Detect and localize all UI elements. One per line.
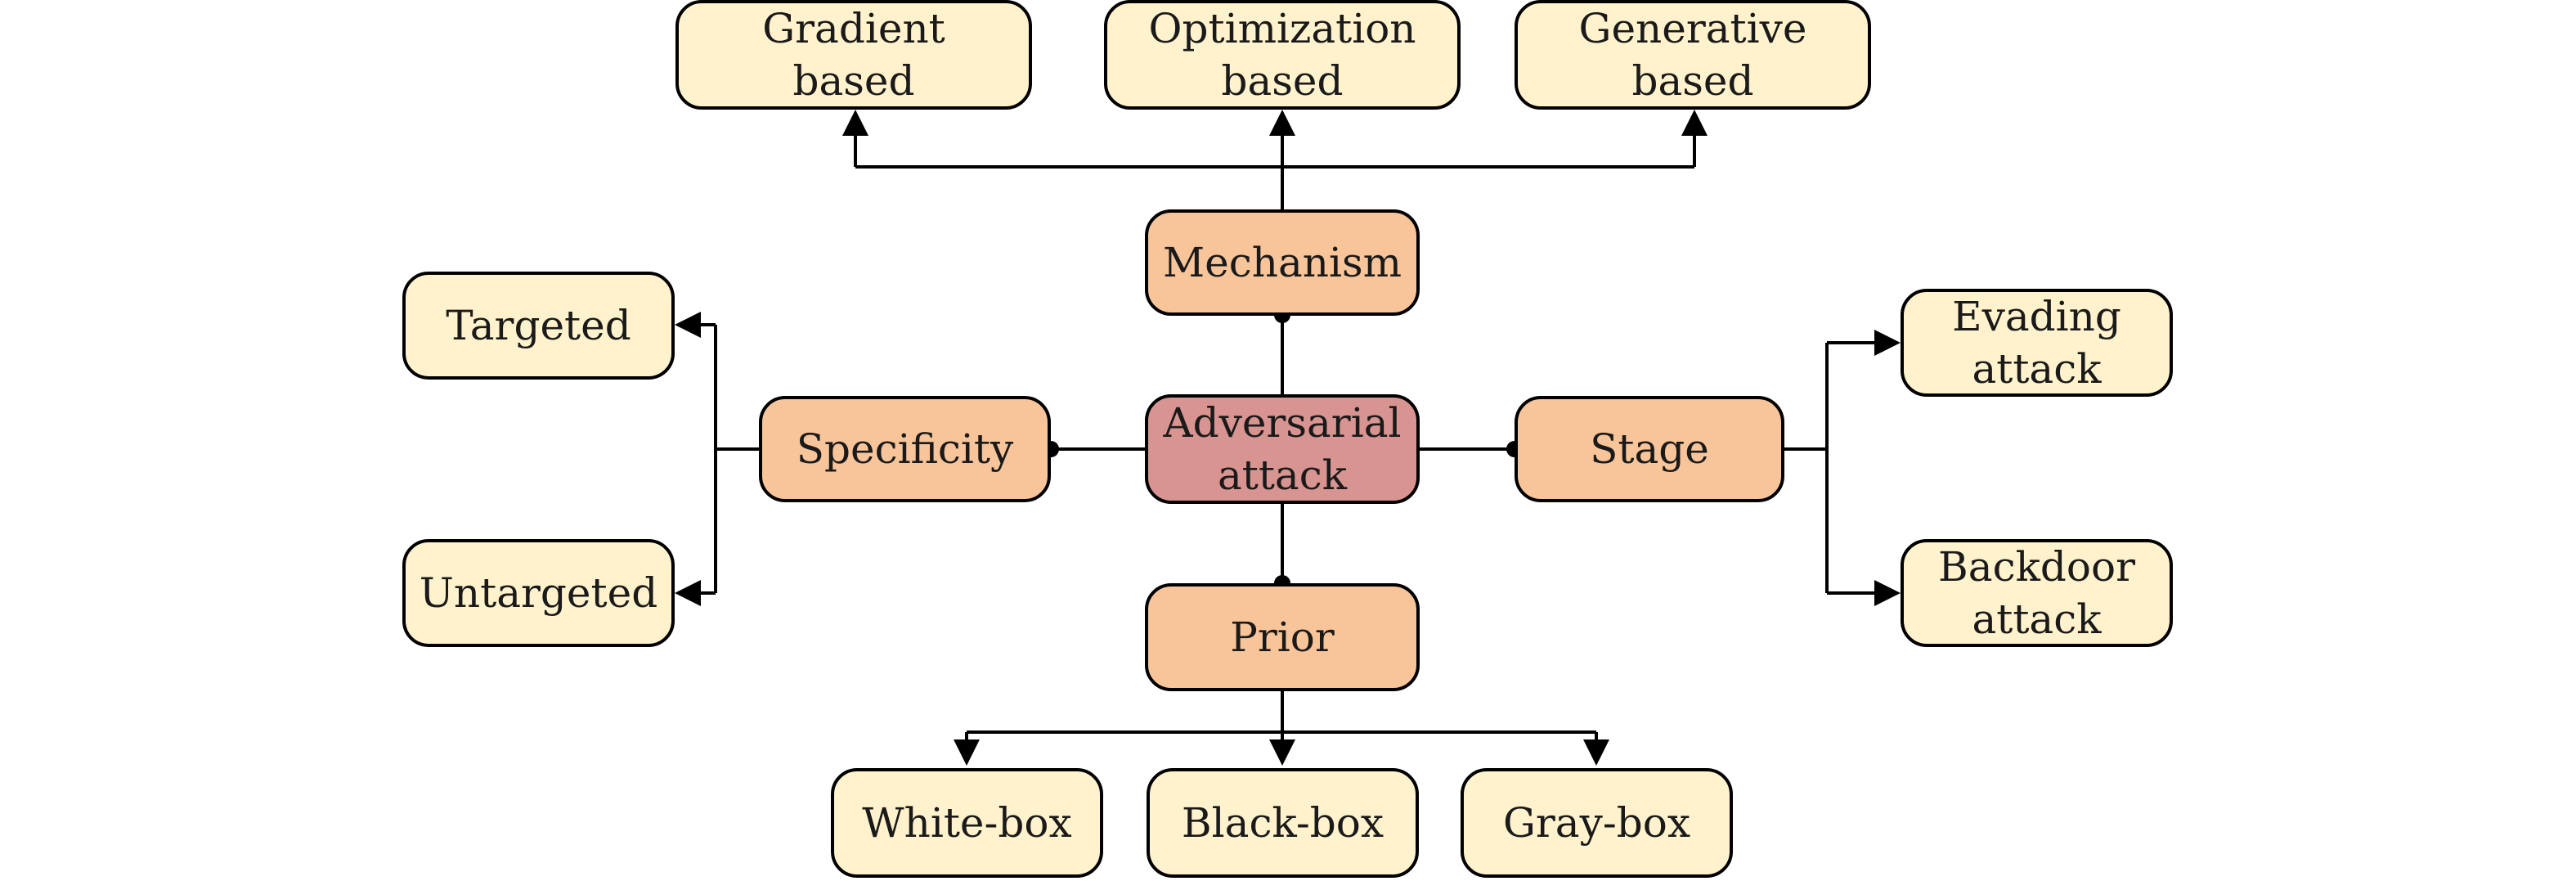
node-label: Untargeted — [419, 569, 658, 617]
node-mechanism: Mechanism — [1145, 209, 1420, 316]
node-evading-attack: Evading attack — [1901, 289, 2173, 397]
node-label: Generative based — [1578, 5, 1807, 105]
node-label: Backdoor attack — [1938, 543, 2135, 643]
node-label: Gradient based — [762, 5, 945, 105]
node-white-box: White-box — [831, 768, 1103, 878]
node-gray-box: Gray-box — [1461, 768, 1733, 878]
node-prior: Prior — [1145, 583, 1420, 691]
node-targeted: Targeted — [402, 272, 675, 380]
node-specificity: Specificity — [759, 396, 1051, 502]
node-label: Prior — [1230, 614, 1335, 661]
node-stage: Stage — [1515, 396, 1784, 502]
node-label: Gray-box — [1502, 799, 1691, 847]
node-root-adversarial-attack: Adversarial attack — [1145, 394, 1420, 504]
node-gradient-based: Gradient based — [675, 0, 1032, 110]
node-optimization-based: Optimization based — [1104, 0, 1461, 110]
node-backdoor-attack: Backdoor attack — [1901, 539, 2173, 647]
node-label: Mechanism — [1162, 239, 1402, 286]
node-label: Specificity — [796, 425, 1014, 473]
node-label: Stage — [1590, 425, 1709, 473]
node-label: Targeted — [446, 302, 631, 349]
node-black-box: Black-box — [1147, 768, 1419, 878]
node-label: Black-box — [1181, 799, 1384, 847]
node-label: Adversarial attack — [1163, 399, 1402, 499]
node-label: Optimization based — [1148, 5, 1416, 105]
node-untargeted: Untargeted — [402, 539, 675, 647]
node-label: White-box — [862, 799, 1072, 847]
node-generative-based: Generative based — [1515, 0, 1871, 110]
node-label: Evading attack — [1952, 293, 2121, 393]
